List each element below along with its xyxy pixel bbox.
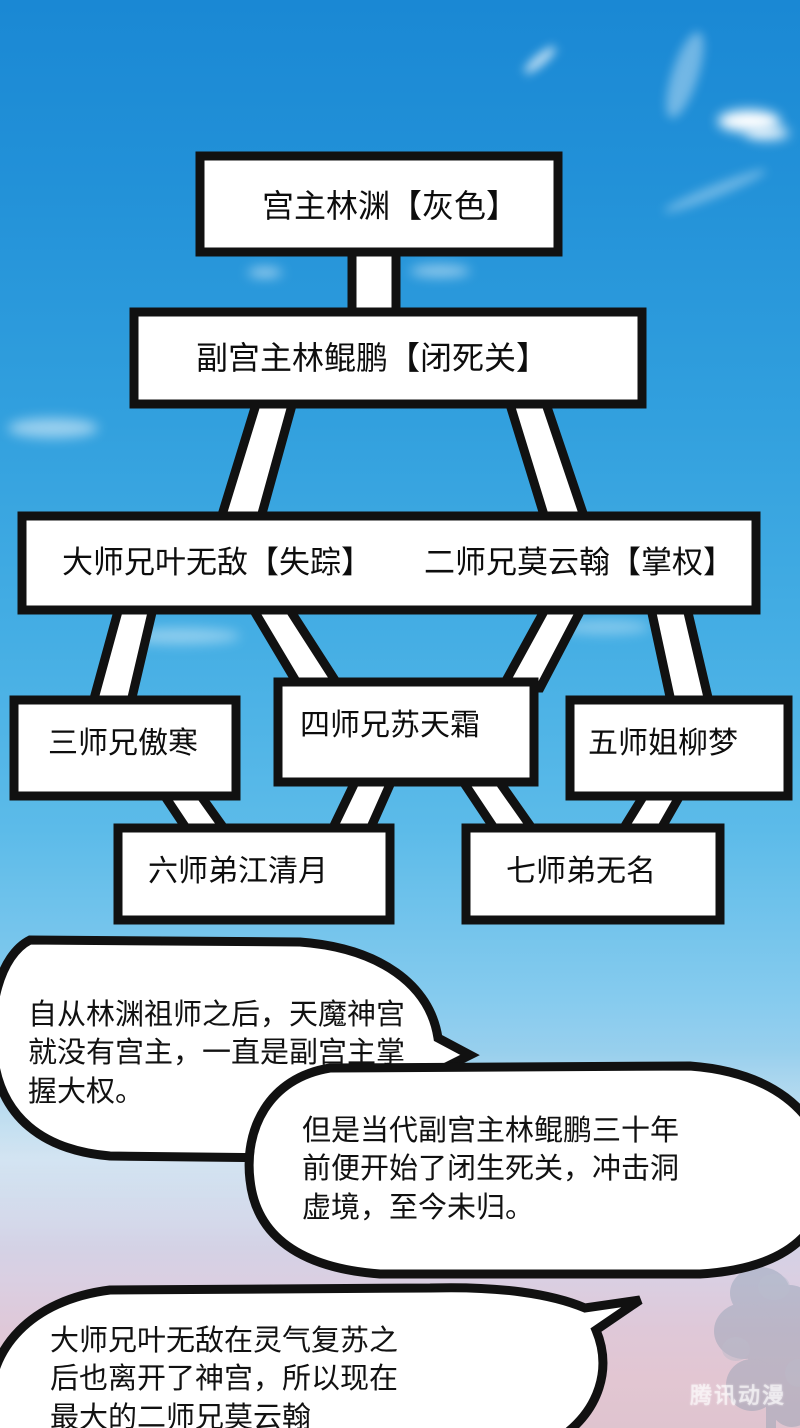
node-label-n5b: 七师弟无名 — [506, 855, 656, 888]
node-box-n3 — [17, 511, 761, 615]
node-box-n4a — [9, 695, 241, 801]
connector-n3b-n4c — [644, 599, 716, 711]
node-box-n1 — [195, 151, 563, 257]
connector-n2-n3a — [211, 393, 300, 533]
node-box-n2 — [129, 307, 647, 409]
connector-n2-n3b — [501, 393, 595, 533]
node-label-n2: 副宫主林鲲鹏【闭死关】 — [196, 340, 549, 376]
node-box-n4b — [273, 677, 539, 787]
speech-bubble-2-text: 但是当代副宫主林鲲鹏三十年 前便开始了闭生死关，冲击洞 虚境，至今未归。 — [302, 1115, 680, 1224]
speech-bubble-3-shape — [0, 1283, 643, 1428]
connector-n3a-n4a — [86, 599, 160, 711]
node-label-n4c: 五师姐柳梦 — [588, 727, 738, 760]
node-box-n5a — [113, 823, 395, 925]
node-box-n5b — [461, 823, 725, 925]
speech-bubble-2-shape — [244, 1061, 800, 1279]
node-label-n3a: 大师兄叶无敌【失踪】 — [62, 545, 372, 580]
speech-bubble-1-text: 自从林渊祖师之后，天魔神宫 就没有宫主，一直是副宫主掌 握大权。 — [28, 999, 406, 1108]
node-label-n4b: 四师兄苏天霜 — [300, 709, 480, 742]
node-label-n3b: 二师兄莫云翰【掌权】 — [424, 545, 734, 580]
node-label-n4a: 三师兄傲寒 — [48, 727, 198, 760]
node-label-n5a: 六师弟江清月 — [148, 855, 328, 888]
speech-bubble-3-text: 大师兄叶无敌在灵气复苏之 后也离开了神宫，所以现在 最大的二师兄莫云翰 — [50, 1325, 399, 1428]
node-label-n1: 宫主林渊【灰色】 — [262, 188, 519, 224]
connector-n3a-n4b — [242, 599, 349, 693]
node-box-n4c — [565, 695, 793, 801]
connector-n3b-n4b — [494, 599, 592, 693]
